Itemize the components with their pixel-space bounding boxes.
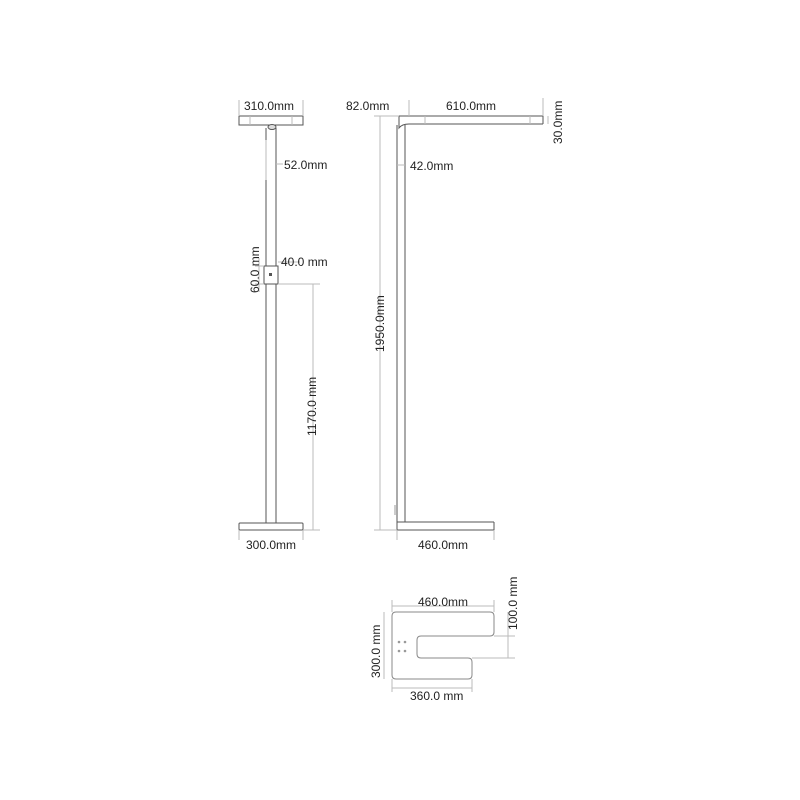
front-head-width-label: 310.0mm: [244, 99, 295, 113]
total-height-label: 1950.0mm: [373, 295, 387, 352]
front-base-width-label: 300.0mm: [246, 538, 297, 552]
front-head: [238, 115, 304, 126]
front-view: [238, 100, 320, 540]
switch-to-floor-label: 1170.0 mm: [305, 376, 319, 436]
base-top-view: [383, 600, 515, 692]
side-pole-width-label: 42.0mm: [410, 159, 454, 173]
side-base-depth-label: 460.0mm: [418, 538, 469, 552]
head-offset-label: 82.0mm: [346, 99, 390, 113]
slot-width-label: 100.0 mm: [506, 576, 520, 630]
switch-height-label: 60.0 mm: [248, 246, 262, 293]
base-width-label: 300.0 mm: [369, 624, 383, 678]
side-view: [374, 98, 549, 540]
base-length-label: 460.0mm: [418, 595, 469, 609]
slot-depth-label: 360.0 mm: [410, 689, 464, 703]
switch-width-label: 40.0 mm: [281, 255, 328, 269]
head-length-label: 610.0mm: [446, 99, 497, 113]
front-pole-width-label: 52.0mm: [284, 158, 328, 172]
head-thickness-label: 30.0mm: [551, 100, 565, 144]
